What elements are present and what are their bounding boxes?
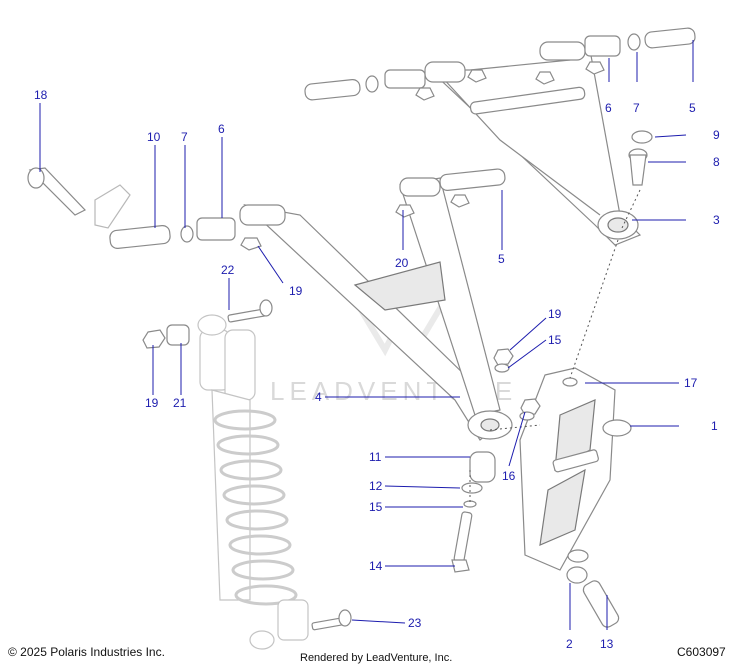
ball-joint <box>628 130 653 186</box>
callout-21: 21 <box>173 396 187 410</box>
callout-17: 17 <box>684 376 698 390</box>
callout-4: 4 <box>315 390 322 404</box>
rendered-by-text: Rendered by LeadVenture, Inc. <box>300 652 453 664</box>
shock-absorber <box>197 314 309 650</box>
upper-arm-bushings <box>304 27 696 101</box>
callout-13: 13 <box>600 637 614 651</box>
callout-19c: 19 <box>548 307 562 321</box>
callout-23: 23 <box>408 616 422 630</box>
callout-3: 3 <box>713 213 720 227</box>
callout-2: 2 <box>566 637 573 651</box>
callout-12: 12 <box>369 479 383 493</box>
callout-7a: 7 <box>181 130 188 144</box>
callout-22: 22 <box>221 263 235 277</box>
callout-9: 9 <box>713 128 720 142</box>
callout-1: 1 <box>711 419 718 433</box>
callout-7b: 7 <box>633 101 640 115</box>
steering-knuckle <box>519 367 632 571</box>
pivot-bolt-assembly <box>27 167 236 249</box>
callout-20: 20 <box>395 256 409 270</box>
callout-8: 8 <box>713 155 720 169</box>
callout-19a: 19 <box>289 284 303 298</box>
callout-5a: 5 <box>689 101 696 115</box>
callout-10: 10 <box>147 130 161 144</box>
callout-16: 16 <box>502 469 516 483</box>
callout-19b: 19 <box>145 396 159 410</box>
callout-15a: 15 <box>548 333 562 347</box>
callout-6a: 6 <box>218 122 225 136</box>
callout-14: 14 <box>369 559 383 573</box>
callout-5b: 5 <box>498 252 505 266</box>
callout-15b: 15 <box>369 500 383 514</box>
leader-lines <box>39 40 694 630</box>
knuckle-hardware <box>311 348 620 631</box>
callout-18: 18 <box>34 88 48 102</box>
callout-11: 11 <box>369 450 382 464</box>
callout-6b: 6 <box>605 101 612 115</box>
assembly-lines <box>469 189 641 505</box>
shock-hardware <box>142 299 273 349</box>
upper-a-arm <box>424 41 642 246</box>
lower-a-arm <box>239 168 513 441</box>
diagram-code: C603097 <box>677 645 726 659</box>
callout-labels: 18 10 7 6 6 7 5 9 8 3 22 19 19 21 20 5 4… <box>34 88 720 651</box>
copyright-text: © 2025 Polaris Industries Inc. <box>8 645 165 659</box>
